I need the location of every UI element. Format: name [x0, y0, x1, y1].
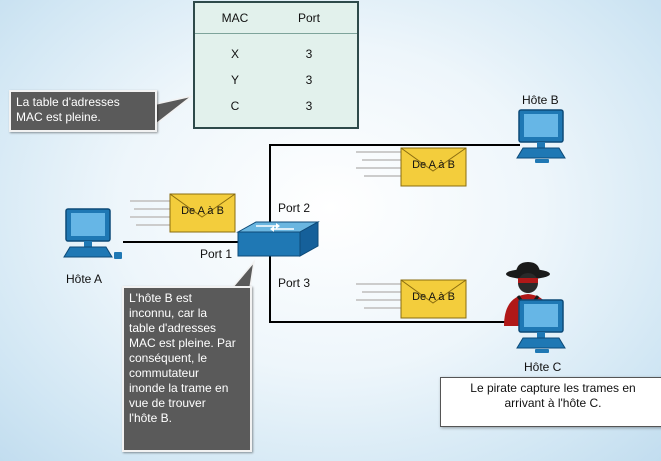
callout-line: MAC est pleine. Par: [129, 336, 236, 350]
link-switch-host-b: [269, 144, 520, 224]
port-2-label: Port 2: [278, 201, 311, 215]
callout-mac-table-full: La table d'adresses MAC est pleine.: [9, 90, 157, 132]
table-header: [195, 3, 357, 34]
motion-lines: [130, 200, 170, 226]
callout-line: Le pirate capture les trames en: [470, 381, 636, 395]
callout-pointer: [230, 259, 256, 289]
port-1-label: Port 1: [200, 247, 233, 261]
callout-line: conséquent, le: [129, 351, 208, 365]
frame-envelope-host-b: De A à B: [400, 147, 467, 187]
computer-icon: [516, 109, 566, 163]
host-b-label: Hôte B: [522, 93, 559, 107]
mac-address-table: MAC Port X 3 Y 3 C 3: [193, 1, 359, 129]
callout-line: La table d'adresses: [16, 95, 120, 109]
callout-line: table d'adresses: [129, 321, 217, 335]
port-3-label: Port 3: [278, 276, 311, 290]
callout-line: MAC est pleine.: [16, 110, 101, 124]
table-header-mac: MAC: [221, 11, 249, 25]
envelope-icon: [400, 147, 467, 187]
envelope-icon: [169, 193, 236, 233]
table-cell-port: 3: [305, 47, 313, 61]
host-a-label: Hôte A: [66, 272, 103, 286]
table-cell-mac: Y: [230, 73, 239, 87]
frame-envelope-host-c: De A à B: [400, 279, 467, 319]
frame-label: De A à B: [412, 291, 455, 303]
callout-pointer: [155, 95, 193, 126]
frame-label: De A à B: [412, 159, 455, 171]
table-cell-port: 3: [305, 73, 313, 87]
computer-icon: [63, 208, 122, 259]
link-switch-host-c: [269, 254, 520, 323]
table-cell-mac: X: [230, 47, 239, 61]
callout-line: l'hôte B.: [129, 411, 172, 425]
envelope-icon: [400, 279, 467, 319]
frame-label: De A à B: [181, 205, 224, 217]
callout-unknown-host: L'hôte B est inconnu, car la table d'adr…: [122, 286, 252, 452]
motion-lines: [356, 151, 402, 177]
callout-line: inonde la trame en: [129, 381, 229, 395]
computer-icon: [516, 299, 566, 353]
table-cell-port: 3: [305, 99, 313, 113]
frame-envelope-host-a: De A à B: [169, 193, 236, 233]
motion-lines: [356, 283, 402, 309]
switch-icon: [236, 221, 320, 257]
host-c-label: Hôte C: [524, 360, 562, 374]
callout-line: inconnu, car la: [129, 306, 208, 320]
table-header-port: Port: [297, 11, 320, 25]
callout-line: L'hôte B est: [129, 291, 192, 305]
table-cell-mac: C: [230, 99, 240, 113]
callout-line: commutateur: [129, 366, 200, 380]
callout-pirate: Le pirate capture les trames en arrivant…: [440, 377, 661, 427]
callout-line: arrivant à l'hôte C.: [504, 396, 602, 410]
callout-line: vue de trouver: [129, 396, 206, 410]
